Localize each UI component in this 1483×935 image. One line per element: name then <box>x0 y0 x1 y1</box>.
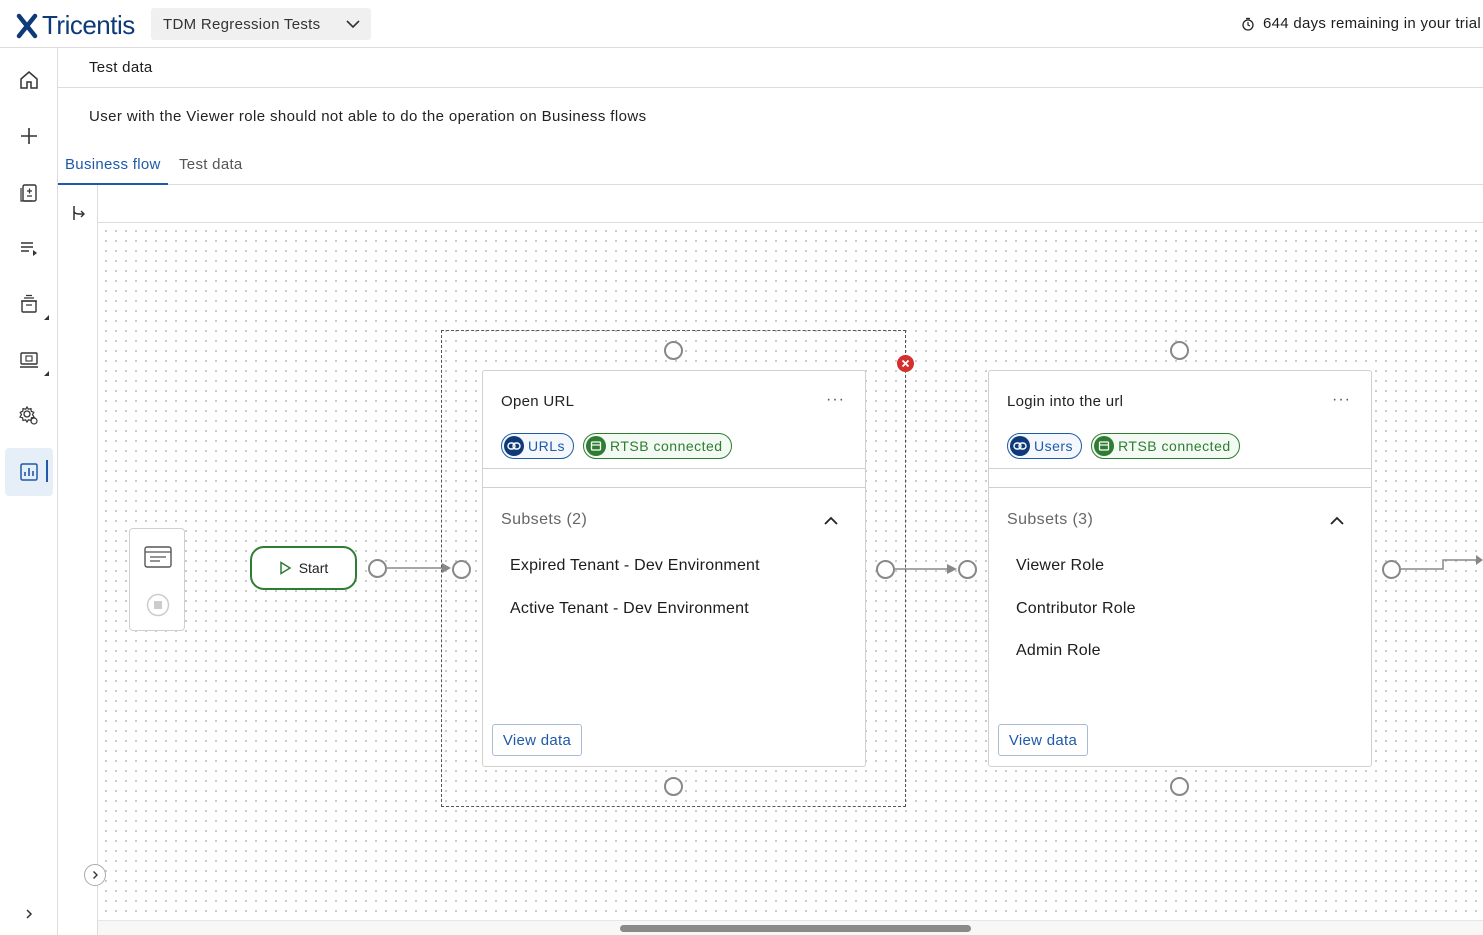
timer-icon <box>1242 17 1254 31</box>
branch-icon[interactable] <box>68 203 88 223</box>
chevron-down-icon <box>346 20 360 29</box>
subset-item[interactable]: Viewer Role <box>1016 557 1105 574</box>
database-icon <box>586 436 607 456</box>
sidebar-item-requirements[interactable] <box>5 168 53 216</box>
plus-icon <box>21 128 37 144</box>
settings-gear-icon <box>19 405 38 425</box>
selection-box <box>441 330 906 807</box>
start-output-port[interactable] <box>368 559 387 578</box>
tab-business-flow[interactable]: Business flow <box>58 156 168 185</box>
divider <box>483 468 865 469</box>
rtsb-chip[interactable]: RTSB connected <box>583 433 732 459</box>
card-top-port[interactable] <box>1170 341 1189 360</box>
rtsb-chip[interactable]: RTSB connected <box>1091 433 1240 459</box>
step-card-open-url[interactable]: Open URL ··· URLs RTSB connected Subsets… <box>482 370 866 767</box>
subset-item[interactable]: Expired Tenant - Dev Environment <box>510 557 760 574</box>
chevron-right-icon <box>26 909 33 919</box>
card-more-button[interactable]: ··· <box>826 391 845 408</box>
subsets-title: Subsets (3) <box>1007 511 1094 528</box>
submenu-indicator-icon <box>44 315 49 320</box>
play-icon <box>279 561 291 575</box>
subsets-title: Subsets (2) <box>501 511 588 528</box>
tricentis-logo[interactable]: Tricentis <box>16 10 135 41</box>
canvas-collapse-button[interactable] <box>84 864 106 886</box>
view-data-button[interactable]: View data <box>998 724 1088 756</box>
card-bottom-port[interactable] <box>664 777 683 796</box>
tab-test-data[interactable]: Test data <box>179 156 243 173</box>
sidebar-item-home[interactable] <box>5 56 53 104</box>
database-icon <box>1094 436 1115 456</box>
sidebar-item-runs[interactable] <box>5 224 53 272</box>
step-node-icon[interactable] <box>144 545 172 569</box>
card-top-port[interactable] <box>664 341 683 360</box>
sidebar-item-analytics[interactable] <box>5 448 53 496</box>
card-bottom-port[interactable] <box>1170 777 1189 796</box>
archive-icon <box>21 294 37 313</box>
submenu-indicator-icon <box>44 371 49 376</box>
divider <box>989 487 1371 488</box>
divider <box>989 468 1371 469</box>
card-input-port[interactable] <box>958 560 977 579</box>
view-data-button[interactable]: View data <box>492 724 582 756</box>
project-select-value: TDM Regression Tests <box>163 15 321 33</box>
logo-text: Tricentis <box>42 10 135 40</box>
card-input-port[interactable] <box>452 560 471 579</box>
rtsb-chip-label: RTSB connected <box>610 438 723 454</box>
monitor-icon <box>20 352 38 368</box>
datatype-chip[interactable]: Users <box>1007 433 1083 459</box>
datatype-chip-label: Users <box>1034 438 1074 454</box>
sidebar-item-environments[interactable] <box>5 336 53 384</box>
clipboard-icon <box>20 184 37 202</box>
canvas-header <box>98 185 1483 223</box>
sidebar-item-settings[interactable] <box>5 392 53 440</box>
step-card-login[interactable]: Login into the url ··· Users RTSB connec… <box>988 370 1372 767</box>
card-title: Login into the url <box>1007 393 1124 410</box>
stop-node-icon[interactable] <box>146 593 170 617</box>
top-bar: Tricentis TDM Regression Tests 644 days … <box>0 0 1483 48</box>
tricentis-logo-icon <box>16 13 38 38</box>
datatype-chip-label: URLs <box>528 438 566 454</box>
card-output-port[interactable] <box>876 560 895 579</box>
link-icon <box>1010 436 1030 456</box>
remove-selection-button[interactable] <box>897 355 914 372</box>
card-chips: URLs RTSB connected <box>501 433 732 459</box>
home-icon <box>20 71 38 89</box>
subset-item[interactable]: Active Tenant - Dev Environment <box>510 600 749 617</box>
card-chips: Users RTSB connected <box>1007 433 1240 459</box>
canvas-toolbar <box>58 185 98 935</box>
analytics-icon <box>20 463 38 481</box>
page-title: Test data <box>89 59 153 76</box>
chevron-up-icon[interactable] <box>1329 513 1345 529</box>
list-run-icon <box>21 242 37 256</box>
sidebar-item-create[interactable] <box>5 112 53 160</box>
project-select[interactable]: TDM Regression Tests <box>151 8 371 40</box>
horizontal-scrollbar[interactable] <box>98 920 1483 935</box>
trial-text: 644 days remaining in your trial <box>1262 15 1481 32</box>
sidebar-expand-button[interactable] <box>18 903 40 925</box>
tab-bar: Business flow Test data <box>58 148 1483 185</box>
subset-item[interactable]: Contributor Role <box>1016 600 1136 617</box>
chevron-right-icon <box>93 871 98 879</box>
start-label: Start <box>298 560 329 576</box>
close-icon <box>901 359 910 368</box>
card-title: Open URL <box>501 393 575 410</box>
link-icon <box>504 436 524 456</box>
node-palette <box>129 528 185 631</box>
page-description: User with the Viewer role should not abl… <box>89 108 647 125</box>
card-output-port[interactable] <box>1382 560 1401 579</box>
scrollbar-thumb[interactable] <box>620 925 971 932</box>
datatype-chip[interactable]: URLs <box>501 433 575 459</box>
subset-item[interactable]: Admin Role <box>1016 642 1101 659</box>
start-node[interactable]: Start <box>250 546 357 590</box>
trial-status: 644 days remaining in your trial <box>1241 15 1481 32</box>
rtsb-chip-label: RTSB connected <box>1118 438 1231 454</box>
sidebar-item-archive[interactable] <box>5 280 53 328</box>
card-more-button[interactable]: ··· <box>1332 391 1351 408</box>
divider <box>483 487 865 488</box>
sidebar <box>0 48 58 935</box>
chevron-up-icon[interactable] <box>823 513 839 529</box>
page-title-bar: Test data <box>58 48 1483 88</box>
